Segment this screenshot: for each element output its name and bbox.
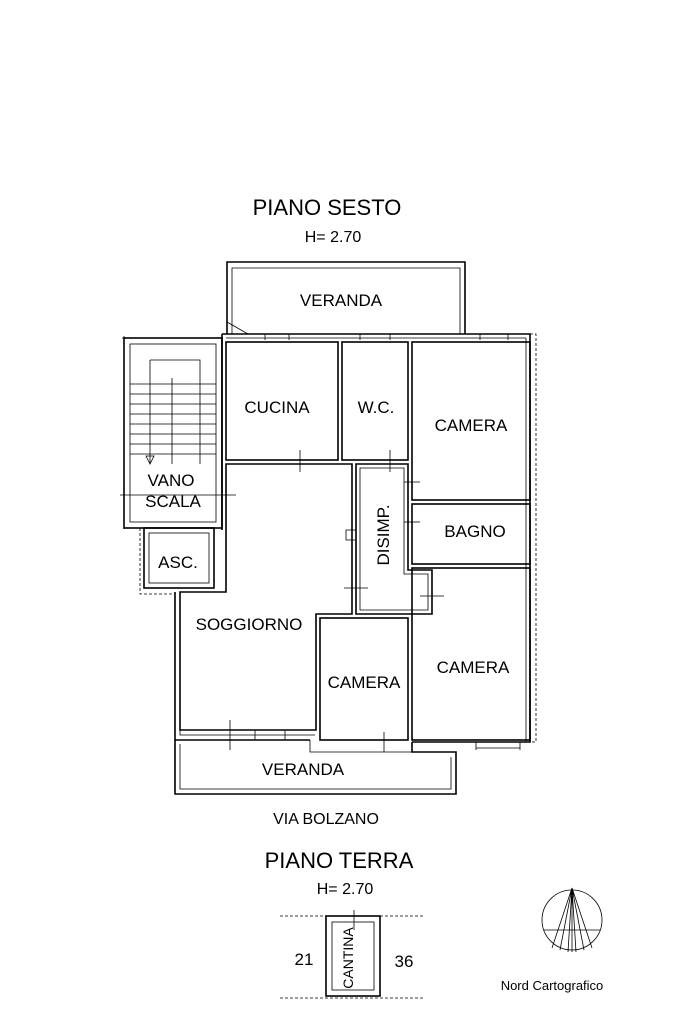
room-disimpegno [344,463,444,615]
label-camera-center: CAMERA [328,673,401,692]
neighbor-number-left: 21 [295,950,314,969]
cantina-plan [280,910,425,999]
label-camera-se: CAMERA [437,658,510,677]
north-arrow-icon [541,887,603,953]
veranda-top [226,261,466,335]
north-label: Nord Cartografico [501,978,604,993]
room-camera-center [319,617,409,752]
label-camera-ne: CAMERA [435,416,508,435]
upper-floor-title: PIANO SESTO [253,195,402,220]
label-disimp: DISIMP. [374,504,393,565]
label-veranda-top: VERANDA [300,291,383,310]
elevator-shaft [139,527,215,595]
label-scala: SCALA [145,492,201,511]
neighbor-number-right: 36 [395,952,414,971]
label-wc: W.C. [358,398,395,417]
label-vano: VANO [148,471,195,490]
label-asc: ASC. [158,553,198,572]
room-cucina [225,341,339,472]
label-soggiorno: SOGGIORNO [196,615,303,634]
street-name: VIA BOLZANO [273,811,379,828]
veranda-bottom [174,740,457,795]
room-bagno [404,503,531,565]
label-cucina: CUCINA [244,398,310,417]
ground-floor-title: PIANO TERRA [265,848,414,873]
upper-floor-height: H= 2.70 [305,229,362,246]
label-veranda-bottom: VERANDA [262,760,345,779]
room-camera-se [411,567,531,750]
ground-floor-height: H= 2.70 [317,881,374,898]
label-cantina: CANTINA [340,927,356,989]
room-camera-ne [404,341,531,501]
room-soggiorno [179,463,353,750]
label-bagno: BAGNO [444,522,505,541]
